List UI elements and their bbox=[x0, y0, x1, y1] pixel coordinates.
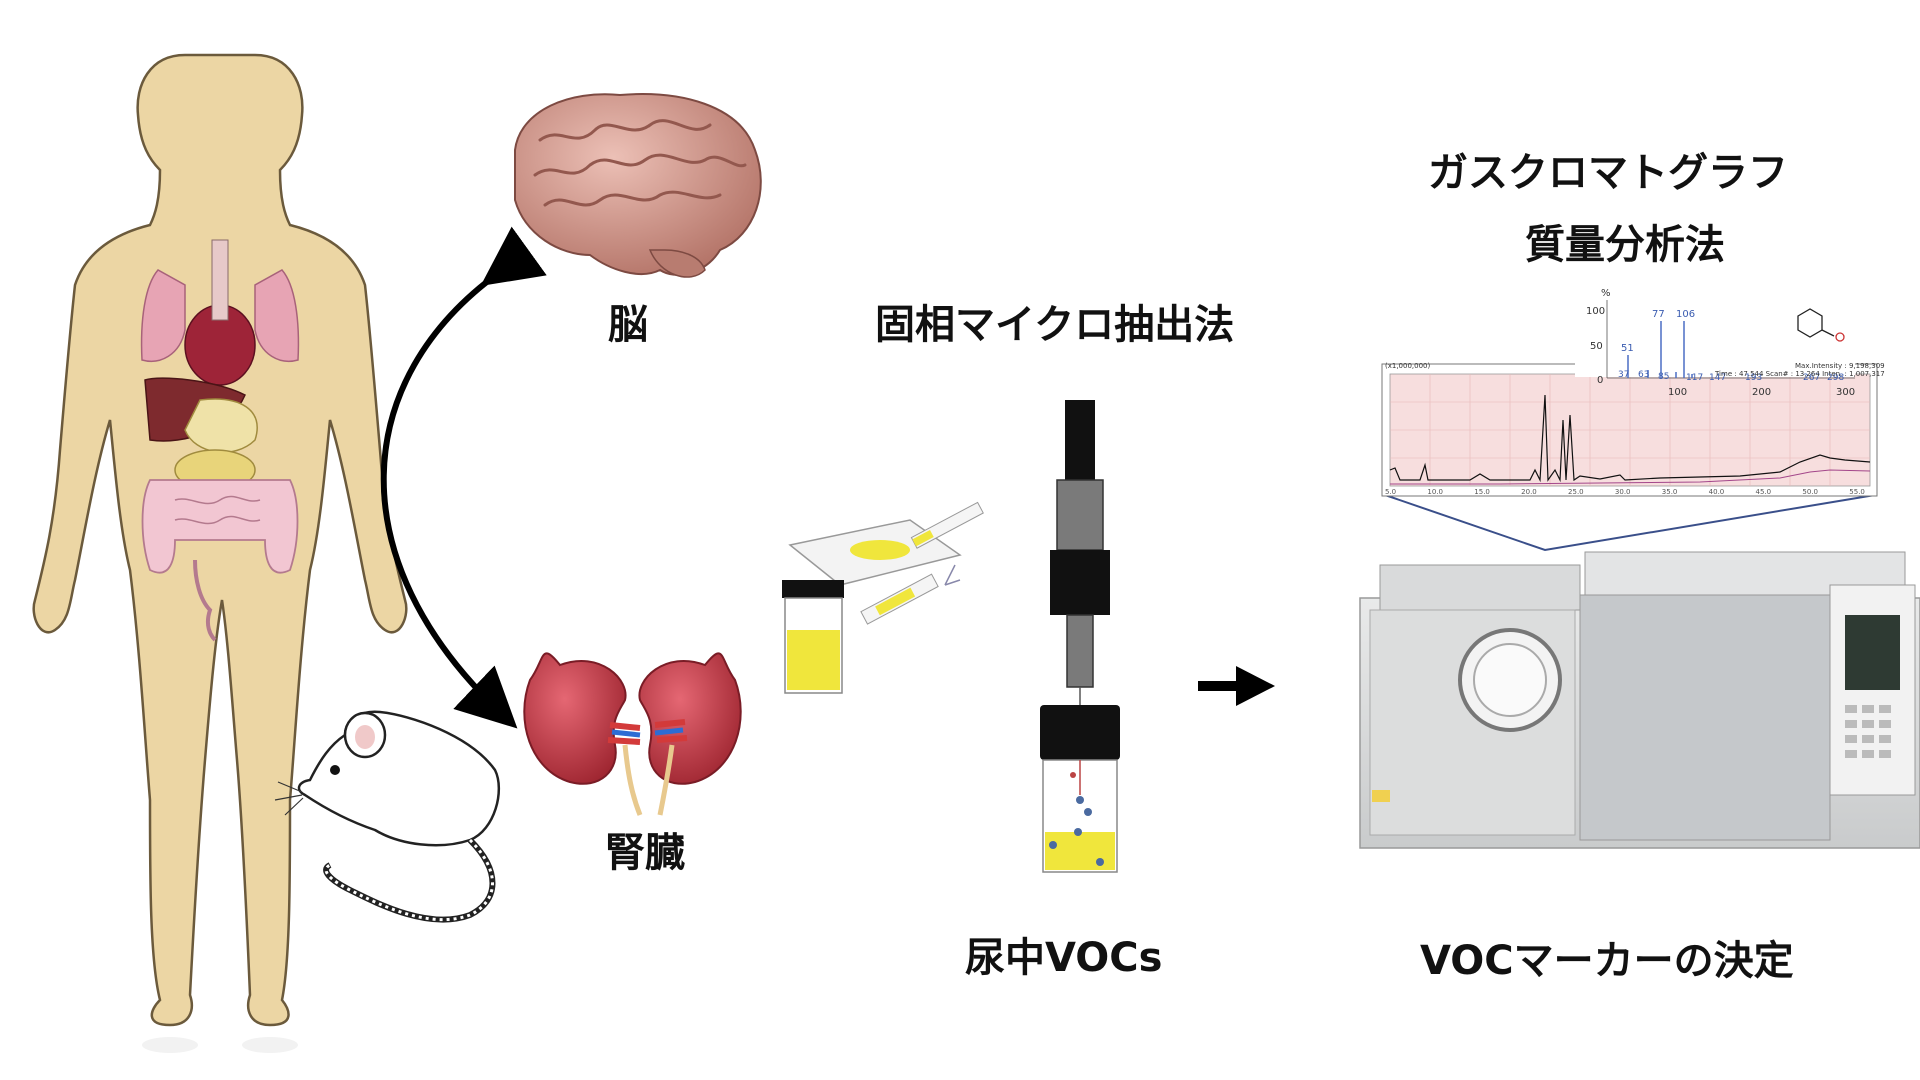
urine-sample-illustration bbox=[782, 501, 984, 694]
gcms-machine-illustration bbox=[1359, 551, 1920, 849]
ms-peak-label: 106 bbox=[1676, 309, 1696, 320]
chromatogram-x-tick: 35.0 bbox=[1661, 488, 1678, 496]
ms-peak-label: 63 bbox=[1638, 370, 1650, 380]
ms-peak-label: 267 bbox=[1803, 373, 1821, 383]
chromatogram-panel bbox=[1381, 363, 1878, 497]
ms-peak-label: 147 bbox=[1709, 373, 1727, 383]
chromatogram-x-tick: 5.0 bbox=[1385, 488, 1397, 496]
ms-peak-label: 37 bbox=[1618, 370, 1630, 380]
spme-label: 固相マイクロ抽出法 bbox=[875, 302, 1235, 348]
ms-x-tick: 100 bbox=[1668, 387, 1688, 398]
ms-y-tick-50: 50 bbox=[1590, 341, 1603, 352]
ms-y-tick-100: 100 bbox=[1586, 306, 1606, 317]
chromatogram-x-axis: 5.0 10.0 15.0 20.0 25.0 30.0 35.0 40.0 4… bbox=[1385, 488, 1865, 496]
chromatogram-x-tick: 15.0 bbox=[1474, 488, 1490, 496]
mass-spectrum-panel bbox=[1575, 295, 1855, 379]
spme-device-illustration bbox=[1040, 400, 1120, 873]
chromatogram-x-tick: 30.0 bbox=[1614, 488, 1631, 496]
urine-vocs-label: 尿中VOCs bbox=[965, 935, 1163, 981]
chromatogram-x-tick: 10.0 bbox=[1427, 488, 1444, 496]
chromatogram-x-tick: 55.0 bbox=[1849, 488, 1865, 496]
chromatogram-header-left: (x1,000,000) bbox=[1385, 362, 1431, 370]
ms-peak-label: 117 bbox=[1686, 373, 1704, 383]
brain-label: 脳 bbox=[608, 302, 648, 348]
ms-peak-label: 298 bbox=[1827, 373, 1845, 383]
chromatogram-x-tick: 50.0 bbox=[1802, 488, 1819, 496]
chromatogram-x-tick: 25.0 bbox=[1568, 488, 1584, 496]
chromatogram-info: Time : 47.544 Scan# : 13,264 Inten. : 1,… bbox=[1715, 370, 1885, 378]
gcms-title-line1: ガスクロマトグラフ bbox=[1428, 150, 1788, 196]
ms-x-tick: 200 bbox=[1752, 387, 1772, 398]
straight-arrow bbox=[1198, 666, 1275, 706]
keypad bbox=[1845, 705, 1891, 758]
kidney-label: 腎臓 bbox=[605, 830, 685, 876]
ms-peak-label: 85 bbox=[1658, 372, 1670, 382]
ms-y-unit: % bbox=[1601, 288, 1611, 299]
ms-peak-label: 51 bbox=[1621, 343, 1634, 354]
chromatogram-header-right: Max.Intensity : 9,198,309 bbox=[1795, 362, 1885, 370]
mouse-illustration bbox=[274, 710, 500, 923]
ms-peak-label: 77 bbox=[1652, 309, 1665, 320]
voc-marker-label: VOCマーカーの決定 bbox=[1420, 938, 1794, 984]
chromatogram-x-tick: 20.0 bbox=[1521, 488, 1537, 496]
ms-peak-label: 193 bbox=[1745, 373, 1763, 383]
ms-y-tick-0: 0 bbox=[1597, 375, 1604, 386]
gcms-title-line2: 質量分析法 bbox=[1525, 222, 1725, 268]
chromatogram-x-tick: 40.0 bbox=[1708, 488, 1725, 496]
brain-illustration bbox=[514, 93, 762, 278]
human-body-illustration bbox=[32, 53, 408, 1053]
kidneys-illustration bbox=[523, 652, 742, 816]
ms-x-tick: 300 bbox=[1836, 387, 1856, 398]
chromatogram-x-tick: 45.0 bbox=[1755, 488, 1772, 496]
curved-arrow bbox=[380, 226, 547, 729]
